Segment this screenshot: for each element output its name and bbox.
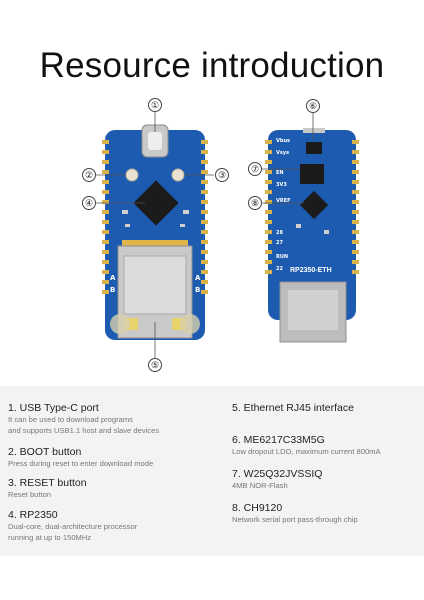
front-label-a-left: A bbox=[110, 274, 116, 282]
item-desc: It can be used to download programs bbox=[8, 415, 133, 424]
item-ch9120: 8. CH9120 Network serial port pass-throu… bbox=[232, 502, 358, 525]
board-illustration bbox=[95, 110, 359, 358]
callout-3: ③ bbox=[215, 168, 229, 182]
item-rp2350: 4. RP2350 Dual-core, dual-architecture p… bbox=[8, 509, 137, 543]
front-label-b-right: B bbox=[195, 286, 201, 294]
item-title: 1. USB Type-C port bbox=[8, 402, 99, 414]
item-desc: running at up to 150MHz bbox=[8, 533, 92, 542]
board-diagram: ① ② ③ ④ ⑤ ⑥ ⑦ ⑧ A B A B Vbus Vsys EN 3V3… bbox=[0, 92, 424, 382]
item-desc: Network serial port pass-through chip bbox=[232, 515, 358, 524]
item-w25q32: 7. W25Q32JVSSIQ 4MB NOR-Flash bbox=[232, 468, 322, 491]
item-title: 2. BOOT button bbox=[8, 446, 82, 458]
back-pin-run: RUN bbox=[276, 254, 289, 260]
callout-8: ⑧ bbox=[248, 196, 262, 210]
front-label-a-right: A bbox=[195, 274, 201, 282]
back-board bbox=[265, 128, 359, 343]
back-pin-22: 22 bbox=[276, 266, 283, 272]
callout-5: ⑤ bbox=[148, 358, 162, 372]
item-boot-button: 2. BOOT button Press during reset to ent… bbox=[8, 446, 153, 469]
item-title: 6. ME6217C33M5G bbox=[232, 434, 325, 446]
callout-2: ② bbox=[82, 168, 96, 182]
item-ethernet-rj45: 5. Ethernet RJ45 interface bbox=[232, 402, 354, 414]
item-title: 5. Ethernet RJ45 interface bbox=[232, 402, 354, 414]
back-pin-3v3: 3V3 bbox=[276, 182, 287, 188]
back-pin-27: 27 bbox=[276, 240, 283, 246]
item-title: 7. W25Q32JVSSIQ bbox=[232, 468, 323, 480]
item-desc: and supports USB1.1 host and slave devic… bbox=[8, 426, 160, 435]
item-desc: Reset button bbox=[8, 490, 52, 499]
back-pin-vsys: Vsys bbox=[276, 150, 290, 156]
item-desc: Press during reset to enter download mod… bbox=[8, 459, 154, 468]
ldo-chip bbox=[306, 142, 322, 154]
item-desc: Low dropout LDO, maximum current 800mA bbox=[232, 447, 381, 456]
callout-6: ⑥ bbox=[306, 99, 320, 113]
back-pin-vref: VREF bbox=[276, 198, 291, 204]
front-board bbox=[102, 124, 208, 340]
flash-chip bbox=[300, 164, 324, 184]
resource-list: 1. USB Type-C port It can be used to dow… bbox=[0, 386, 424, 556]
callout-1: ① bbox=[148, 98, 162, 112]
item-me6217: 6. ME6217C33M5G Low dropout LDO, maximum… bbox=[232, 434, 381, 457]
back-pin-en: EN bbox=[276, 170, 284, 176]
front-label-b-left: B bbox=[110, 286, 116, 294]
page-title: Resource introduction bbox=[39, 46, 385, 85]
back-pin-vbus: Vbus bbox=[276, 138, 290, 144]
item-title: 4. RP2350 bbox=[8, 509, 58, 521]
item-desc: Dual-core, dual-architecture processor bbox=[8, 522, 138, 531]
item-desc: 4MB NOR-Flash bbox=[232, 481, 288, 490]
back-pin-28: 28 bbox=[276, 230, 283, 236]
board-name-label: RP2350-ETH bbox=[290, 267, 332, 274]
callout-7: ⑦ bbox=[248, 162, 262, 176]
item-reset-button: 3. RESET button Reset button bbox=[8, 477, 87, 500]
item-title: 3. RESET button bbox=[8, 477, 87, 489]
item-title: 8. CH9120 bbox=[232, 502, 283, 514]
rp2350-chip bbox=[133, 180, 179, 226]
callout-4: ④ bbox=[82, 196, 96, 210]
item-usb-type-c: 1. USB Type-C port It can be used to dow… bbox=[8, 402, 159, 436]
